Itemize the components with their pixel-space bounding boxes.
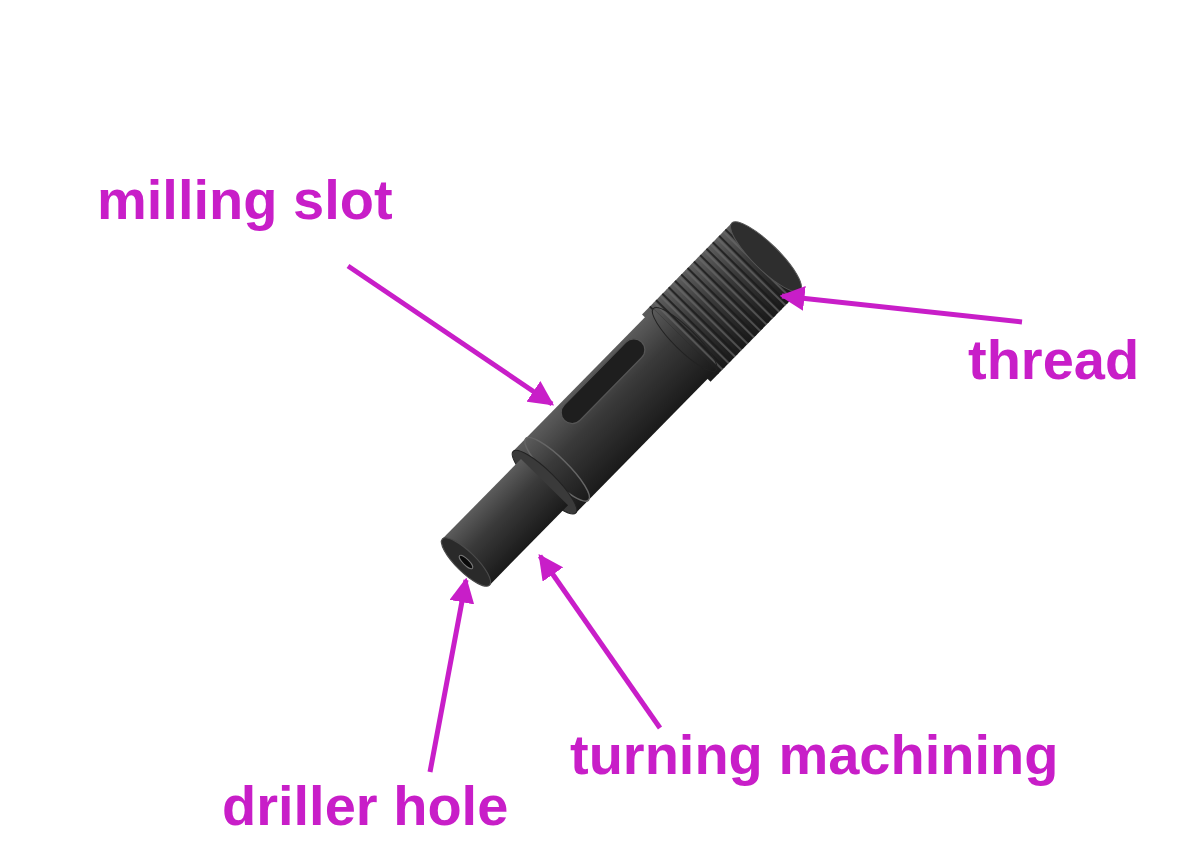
part-label: driller hole	[222, 778, 508, 834]
shaft	[425, 214, 810, 603]
part-label: thread	[968, 332, 1139, 388]
leader-arrow	[540, 556, 660, 728]
leader-arrows	[348, 266, 1022, 772]
leader-arrow	[430, 580, 466, 772]
leader-arrow	[782, 296, 1022, 322]
part-label: milling slot	[97, 172, 393, 228]
part-label: turning machining	[570, 727, 1058, 783]
leader-arrow	[348, 266, 552, 404]
